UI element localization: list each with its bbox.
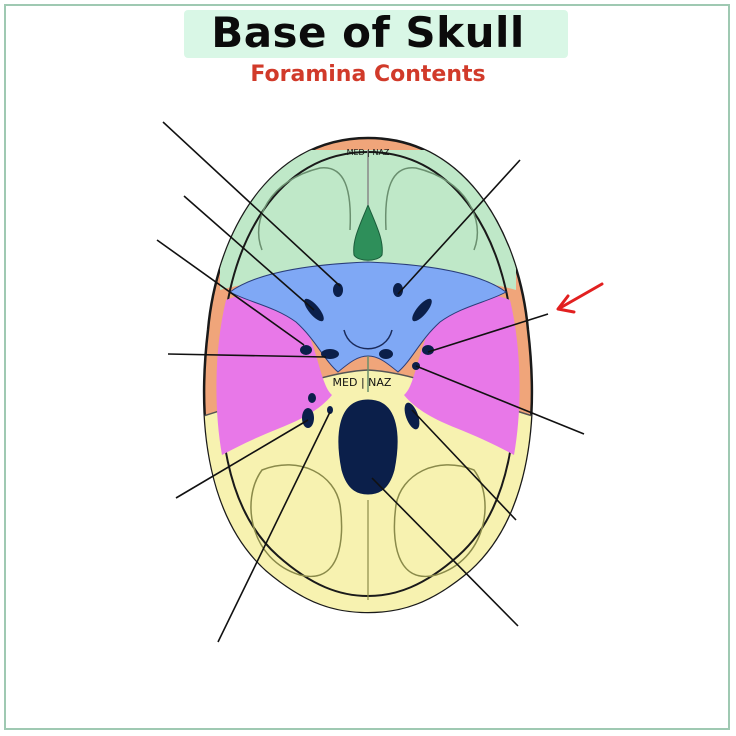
cerebellar-fossa-right — [393, 464, 486, 578]
leader-line — [427, 313, 549, 353]
cerebellar-fossa-left — [250, 464, 343, 578]
optic-canal-left — [333, 283, 343, 297]
foramen-rotundum-right — [422, 345, 434, 355]
jugular-foramen-right — [404, 402, 420, 430]
orbital-contour-left — [257, 167, 352, 251]
foramen-ovale-right — [379, 349, 393, 359]
leader-line — [371, 477, 519, 627]
leader-line — [175, 419, 309, 499]
foramen-rotundum-left — [300, 345, 312, 355]
optic-canal-right — [393, 283, 403, 297]
orbital-contour-right — [384, 167, 479, 251]
page-title: Base of Skull — [211, 8, 525, 57]
leader-line — [397, 159, 521, 295]
cribriform-plate — [353, 203, 383, 261]
internal-acoustic-meatus-left — [327, 406, 333, 414]
diagram-frame — [4, 4, 730, 730]
sphenoid-bone — [229, 261, 507, 373]
middle-cranial-fossa-right — [404, 294, 520, 455]
foramen-spinosum-left — [308, 393, 316, 403]
leader-line — [167, 353, 327, 358]
leader-line — [415, 365, 585, 435]
superior-orbital-fissure-right — [412, 298, 432, 322]
leader-line — [411, 409, 517, 521]
upper-orientation-label: MED | NAZ — [347, 148, 390, 157]
highlight-arrow-icon — [556, 282, 604, 314]
page-subtitle: Foramina Contents — [250, 62, 486, 87]
foramen-magnum — [338, 399, 398, 495]
title-highlight — [184, 10, 568, 58]
leader-line — [183, 195, 315, 311]
sella-turcica — [343, 329, 393, 350]
leader-line — [156, 239, 305, 346]
middle-orientation-label: MED | NAZ — [333, 376, 392, 389]
jugular-foramen-left — [302, 408, 314, 428]
leader-line — [217, 411, 331, 643]
leader-line — [162, 121, 341, 287]
